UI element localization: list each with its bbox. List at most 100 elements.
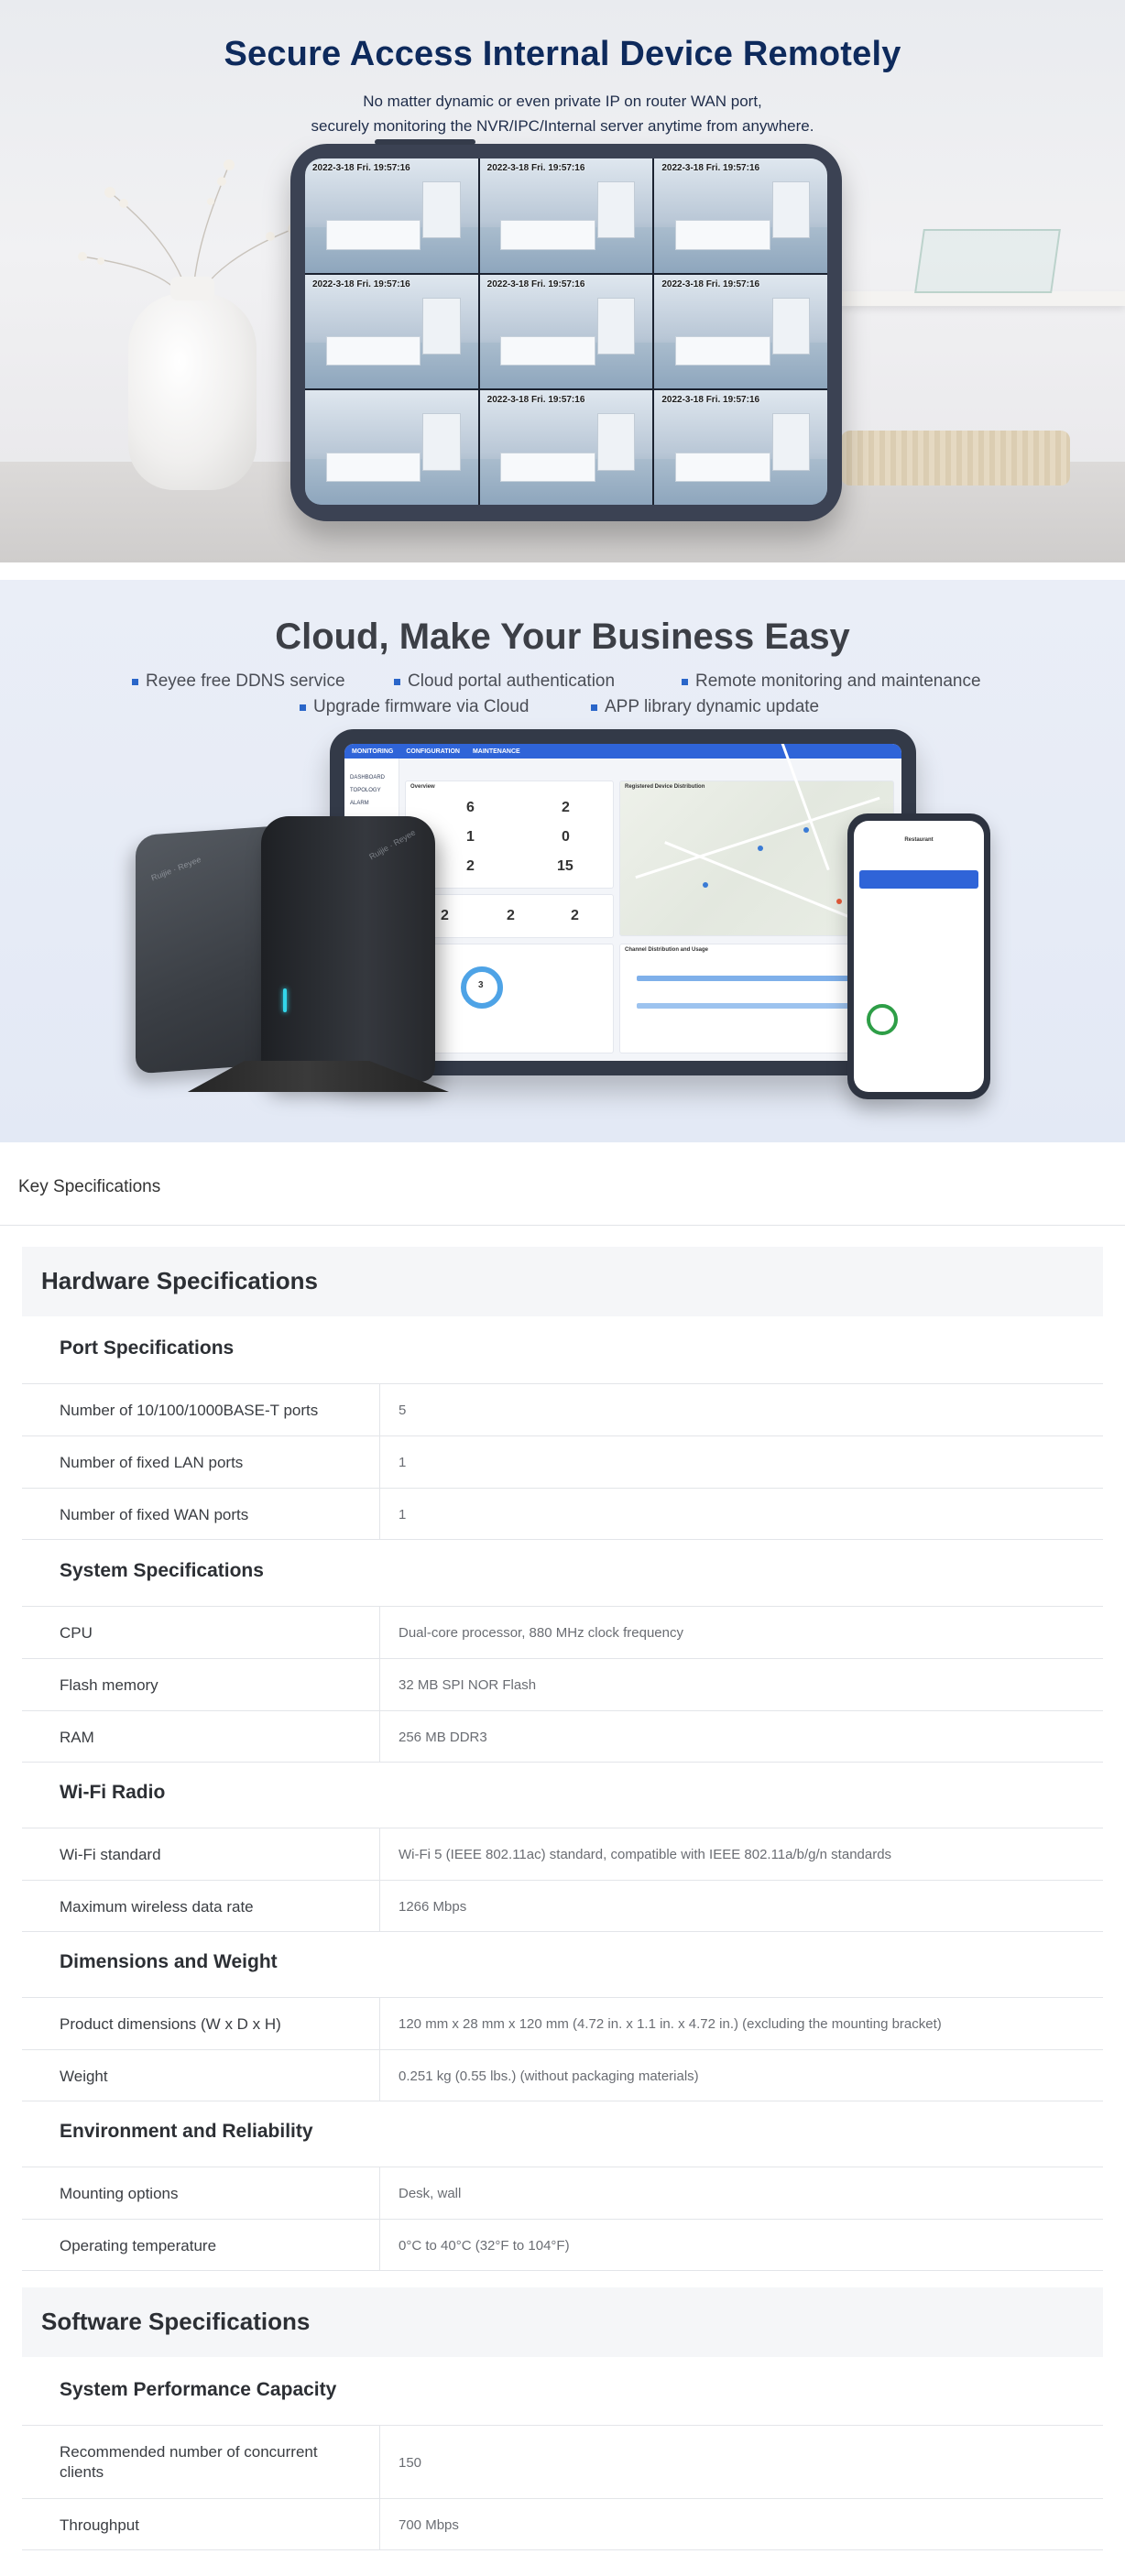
camera-timestamp: 2022-3-18 Fri. 19:57:16 (312, 278, 410, 289)
spec-group-title: Port Specifications (60, 1337, 235, 1359)
hardware-spec-header: Hardware Specifications (22, 1247, 1103, 1316)
cctv-grid: 2022-3-18 Fri. 19:57:16 2022-3-18 Fri. 1… (305, 158, 827, 505)
camera-feed: 2022-3-18 Fri. 19:57:16 (654, 158, 827, 273)
spec-row: Throughput 700 Mbps (22, 2498, 1103, 2550)
spec-key: Number of 10/100/1000BASE-T ports (60, 1401, 319, 1419)
spec-value: 0°C to 40°C (32°F to 104°F) (399, 2238, 570, 2254)
clients-donut (461, 966, 503, 1009)
subtitle-line-2: securely monitoring the NVR/IPC/Internal… (311, 117, 814, 135)
map-pin-icon (803, 827, 809, 833)
spec-value: 1 (399, 1507, 407, 1523)
feature-bullet: Reyee free DDNS service (132, 671, 345, 691)
spec-value: Desk, wall (399, 2186, 462, 2201)
spec-row: Number of 10/100/1000BASE-T ports 5 (22, 1383, 1103, 1435)
spec-value: Wi-Fi 5 (IEEE 802.11ac) standard, compat… (399, 1847, 892, 1862)
software-spec-title: Software Specifications (41, 2308, 311, 2335)
dashboard-topbar: MONITORING CONFIGURATION MAINTENANCE (344, 744, 901, 759)
spec-value: 1266 Mbps (399, 1899, 467, 1915)
dashboard-sidebar-item: ALARM (350, 801, 369, 806)
spec-value: 700 Mbps (399, 2517, 459, 2533)
cloud-dashboard-screen: MONITORING CONFIGURATION MAINTENANCE DAS… (344, 744, 901, 1061)
map-pin-icon (703, 882, 708, 888)
overview-card: Overview 6 2 1 0 2 15 (405, 780, 614, 889)
camera-feed: 2022-3-18 Fri. 19:57:16 (305, 274, 478, 389)
spec-row: Number of fixed LAN ports 1 (22, 1435, 1103, 1488)
camera-feed: 2022-3-18 Fri. 19:57:16 (305, 158, 478, 273)
camera-timestamp: 2022-3-18 Fri. 19:57:16 (486, 278, 585, 289)
remote-access-subtitle: No matter dynamic or even private IP on … (0, 89, 1125, 138)
spec-row: Maximum wireless data rate 1266 Mbps (22, 1880, 1103, 1932)
feature-bullet: Remote monitoring and maintenance (682, 671, 981, 691)
key-specifications-tab[interactable]: Key Specifications (18, 1177, 161, 1196)
camera-feed: 2022-3-18 Fri. 19:57:16 (479, 158, 653, 273)
remote-access-banner: Secure Access Internal Device Remotely N… (0, 0, 1125, 562)
tablet-device: 2022-3-18 Fri. 19:57:16 2022-3-18 Fri. 1… (290, 139, 842, 521)
spec-value: 1 (399, 1455, 407, 1470)
camera-timestamp: 2022-3-18 Fri. 19:57:16 (486, 163, 585, 173)
feature-bullet: Upgrade firmware via Cloud (300, 697, 530, 716)
camera-feed: 2022-3-18 Fri. 19:57:16 (479, 274, 653, 389)
spec-value: 5 (399, 1403, 407, 1418)
cloud-banner: Cloud, Make Your Business Easy Reyee fre… (0, 580, 1125, 1142)
spec-key: Throughput (60, 2516, 139, 2534)
spec-value: 0.251 kg (0.55 lbs.) (without packaging … (399, 2068, 699, 2084)
camera-timestamp: 2022-3-18 Fri. 19:57:16 (312, 163, 410, 173)
spec-key: Maximum wireless data rate (60, 1897, 254, 1916)
camera-feed: 2022-3-18 Fri. 19:57:16 (479, 390, 653, 505)
spec-row: Wi-Fi standard Wi-Fi 5 (IEEE 802.11ac) st… (22, 1828, 1103, 1880)
remote-access-title: Secure Access Internal Device Remotely (224, 35, 901, 73)
spec-group-title: System Specifications (60, 1560, 264, 1581)
phone-app-title: Restaurant (904, 837, 934, 843)
feature-bullet: APP library dynamic update (590, 697, 820, 716)
dashboard-nav-item: CONFIGURATION (406, 748, 460, 755)
camera-timestamp: 2022-3-18 Fri. 19:57:16 (661, 278, 760, 289)
software-spec-header: Software Specifications (22, 2287, 1103, 2357)
camera-timestamp: 2022-3-18 Fri. 19:57:16 (661, 163, 760, 173)
phone-status-ring (867, 1004, 898, 1035)
white-vase (128, 277, 257, 490)
spec-group-title: System Performance Capacity (60, 2379, 337, 2400)
spec-key: CPU (60, 1623, 93, 1642)
map-pin-icon (836, 899, 842, 904)
dashboard-sidebar-item: TOPOLOGY (350, 788, 381, 793)
spec-key: Number of fixed LAN ports (60, 1453, 244, 1471)
hardware-spec-title: Hardware Specifications (41, 1267, 318, 1294)
router-device-front: Ruijie · Reyee (261, 816, 435, 1082)
status-led-icon (283, 988, 287, 1012)
spec-value: 150 (399, 2454, 422, 2471)
clients-card: 3 (405, 944, 614, 1053)
subtitle-line-1: No matter dynamic or even private IP on … (363, 93, 762, 110)
spec-value: 32 MB SPI NOR Flash (399, 1677, 537, 1693)
camera-feed: 2022-3-18 Fri. 19:57:16 (654, 390, 827, 505)
dashboard-sidebar-item: DASHBOARD (350, 775, 386, 780)
map-pin-icon (758, 846, 763, 851)
spec-value: 256 MB DDR3 (399, 1730, 487, 1745)
woven-basket (841, 431, 1070, 486)
spec-key: RAM (60, 1728, 94, 1746)
camera-feed: 2022-3-18 Fri. 19:57:16 (654, 274, 827, 389)
spec-key: Recommended number of concurrent clients (60, 2443, 318, 2481)
spec-row: Recommended number of concurrent clients… (22, 2425, 1103, 2498)
spec-row: RAM 256 MB DDR3 (22, 1710, 1103, 1763)
camera-feed (305, 390, 478, 505)
spec-group-title: Wi-Fi Radio (60, 1782, 166, 1803)
spec-key: Weight (60, 2067, 108, 2085)
summary-card: 2 2 2 (405, 894, 614, 938)
spec-key: Wi-Fi standard (60, 1845, 161, 1863)
camera-timestamp: 2022-3-18 Fri. 19:57:16 (486, 395, 585, 406)
cloud-title: Cloud, Make Your Business Easy (275, 617, 850, 657)
dashboard-nav-item: MAINTENANCE (472, 748, 520, 755)
phone-device: Restaurant (847, 813, 990, 1099)
spec-value: Dual-core processor, 880 MHz clock frequ… (399, 1625, 683, 1641)
spec-row: Weight 0.251 kg (0.55 lbs.) (without pack… (22, 2049, 1103, 2101)
glass-box-decor (914, 229, 1061, 293)
spec-key: Operating temperature (60, 2236, 217, 2254)
spec-value: 120 mm x 28 mm x 120 mm (4.72 in. x 1.1 … (399, 2016, 942, 2032)
spec-row: Product dimensions (W x D x H)120 mm x 2… (22, 1997, 1103, 2049)
spec-group-title: Environment and Reliability (60, 2121, 313, 2142)
camera-timestamp: 2022-3-18 Fri. 19:57:16 (661, 395, 760, 406)
spec-row: CPU Dual-core processor, 880 MHz clock fr… (22, 1606, 1103, 1658)
